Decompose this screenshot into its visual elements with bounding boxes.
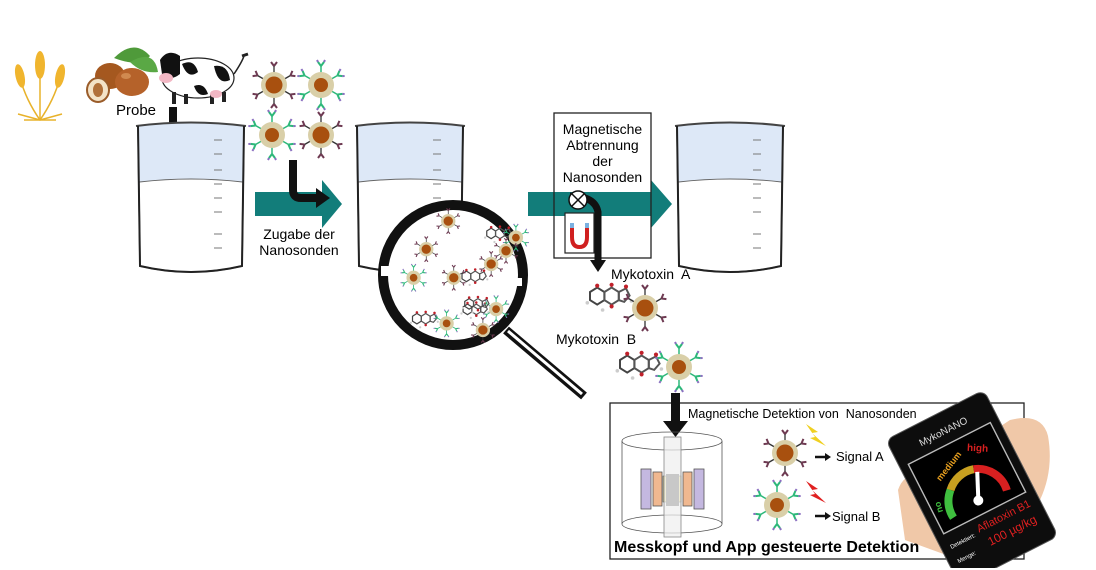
add-nanoprobes-arrow	[289, 160, 330, 208]
measuring-head-icon	[621, 431, 723, 538]
mycotoxin-b-label: Mykotoxin B	[556, 331, 637, 347]
separation-label-line-1: Magnetische	[562, 121, 643, 137]
mycotoxin-a-label: Mykotoxin A	[611, 266, 691, 282]
separation-label-line-4: Nanosonden	[562, 169, 643, 185]
addition-label-line-2: Nanosonden	[259, 242, 339, 258]
probe-label: Probe	[116, 102, 157, 119]
mycotoxin-b-complex	[614, 342, 703, 392]
separation-label: Magnetische Abtrennung der Nanosonden	[554, 121, 651, 185]
separation-label-line-3: der	[592, 153, 613, 169]
bottom-title: Messkopf und App gesteuerte Detektion	[614, 539, 920, 556]
magnetic-separation-box	[553, 112, 652, 272]
addition-label: Zugabe der Nanosonden	[254, 226, 344, 258]
magnifier-icon	[378, 200, 587, 400]
detection-heading: Magnetische Detektion von Nanosonden	[688, 407, 917, 421]
smartphone-app	[888, 392, 1056, 568]
hazelnut-icon	[86, 47, 158, 103]
cow-icon	[159, 52, 249, 104]
signal-a-label: Signal A	[836, 449, 884, 464]
gauge-label-high: high	[966, 442, 989, 455]
addition-label-line-1: Zugabe der	[263, 226, 335, 242]
lightning-red-icon	[806, 481, 826, 503]
magnet-icon	[570, 223, 589, 250]
mycotoxin-a-complex	[584, 281, 667, 331]
wheat-icon	[14, 51, 66, 121]
detection-panel	[609, 393, 1025, 560]
process-arrow-1	[255, 180, 342, 228]
nanoprobe-group-added	[248, 60, 344, 160]
lightning-yellow-icon	[806, 424, 826, 446]
signal-b-label: Signal B	[832, 509, 881, 524]
beaker-sample	[135, 121, 247, 273]
signal-b-arrow	[815, 512, 831, 520]
signal-a-arrow	[815, 453, 831, 461]
beaker-cleaned	[674, 121, 786, 273]
separation-label-line-2: Abtrennung	[566, 137, 639, 153]
